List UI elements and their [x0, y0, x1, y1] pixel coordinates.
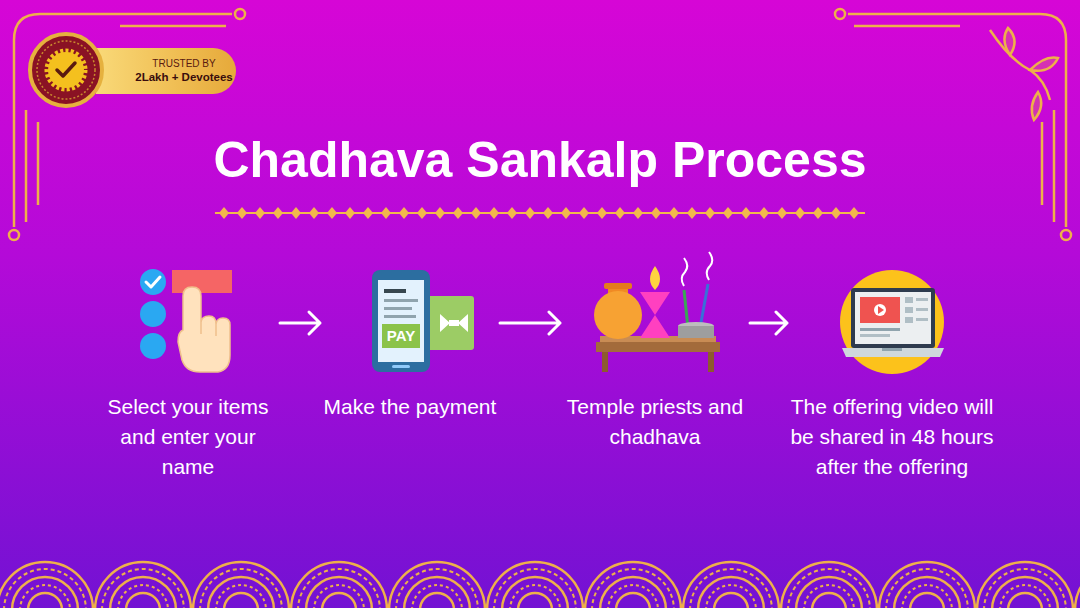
video-icon	[840, 270, 944, 374]
process-step: Temple priests and chadhava	[560, 262, 750, 492]
offering-icon-part	[604, 283, 632, 289]
payment-icon-part	[384, 315, 416, 318]
video-icon-part	[916, 298, 928, 301]
payment-icon-part	[384, 289, 406, 293]
bottom-arc-border-part	[0, 540, 1080, 608]
offering-icon-part	[596, 342, 720, 352]
badge-caption: TRUSTED BY	[152, 58, 215, 70]
video-icon-part	[878, 306, 884, 314]
video-icon-part	[905, 297, 913, 303]
payment-icon-part	[382, 324, 420, 348]
diagram-title: Chadhava Sankalp Process	[0, 128, 1080, 192]
frame-ornament-part	[37, 122, 40, 205]
frame-ornament-part	[1030, 58, 1058, 71]
video-icon-part	[860, 297, 900, 323]
video-icon-part	[860, 328, 900, 331]
offering-icon-part	[650, 266, 660, 290]
payment-icon-part	[378, 280, 424, 362]
step-caption: Make the payment	[320, 392, 500, 422]
payment-icon-part	[384, 299, 418, 302]
offering-icon-part	[678, 326, 714, 338]
checklist-icon-part	[140, 269, 166, 295]
payment-icon-part	[440, 314, 468, 332]
frame-ornament-part	[1065, 40, 1068, 227]
frame-ornament-part	[835, 9, 845, 19]
frame-ornament-part	[848, 13, 1040, 16]
title-divider-part	[215, 206, 865, 220]
checklist-icon-part	[178, 287, 230, 372]
process-step: The offering video will be shared in 48 …	[787, 262, 997, 492]
process-step: Make the payment	[320, 262, 500, 492]
offering-icon	[594, 252, 720, 372]
offering-icon-part	[682, 258, 688, 286]
video-icon-part	[851, 288, 935, 348]
trust-badge: TRUSTED BY2Lakh + Devotees	[96, 48, 236, 94]
checklist-icon-part	[146, 277, 160, 287]
video-icon-part	[905, 307, 913, 313]
step-caption: The offering video will be shared in 48 …	[787, 392, 997, 482]
payment-icon-part	[392, 365, 410, 368]
seal-badge	[30, 34, 102, 106]
offering-icon-part	[708, 352, 714, 372]
seal-badge-part	[57, 63, 75, 76]
flow-arrow	[280, 312, 320, 334]
checklist-icon-part	[140, 333, 166, 359]
frame-ornament-part	[40, 13, 232, 16]
video-icon-part	[840, 270, 944, 374]
badge-count: 2Lakh + Devotees	[135, 70, 232, 84]
video-icon-part	[842, 348, 944, 357]
frame-ornament-part	[1041, 122, 1044, 205]
seal-badge-part	[48, 52, 84, 88]
payment-icon-part	[372, 270, 430, 372]
payment-icon	[372, 270, 474, 372]
video-icon-part	[874, 304, 886, 316]
frame-ornament-part	[9, 230, 19, 240]
seal-badge-part	[37, 41, 95, 99]
seal-badge-part	[30, 34, 102, 106]
checklist-icon-part	[140, 301, 166, 327]
icon-label: PAY	[382, 324, 420, 348]
frame-ornament-part	[14, 14, 40, 40]
checklist-icon-part	[201, 322, 216, 336]
offering-icon-part	[602, 352, 608, 372]
video-icon-part	[860, 334, 890, 337]
frame-ornament-part	[1053, 110, 1056, 222]
step-caption: Temple priests and chadhava	[560, 392, 750, 452]
offering-icon-part	[684, 290, 688, 328]
title-divider	[215, 206, 865, 220]
frame-ornament-part	[235, 9, 245, 19]
video-icon-part	[916, 308, 928, 311]
video-icon-part	[916, 318, 928, 321]
offering-icon-part	[700, 284, 708, 328]
seal-badge-part	[47, 51, 85, 89]
bottom-arc-border	[0, 540, 1080, 608]
step-caption: Select your items and enter your name	[96, 392, 280, 482]
frame-ornament-part	[1061, 230, 1071, 240]
flow-arrow	[500, 312, 560, 334]
video-icon-part	[905, 317, 913, 323]
process-step: Select your items and enter your name	[96, 262, 280, 492]
checklist-icon-part	[172, 270, 232, 293]
frame-ornament-part	[25, 110, 28, 222]
frame-ornament-part	[1040, 14, 1066, 40]
offering-icon-part	[594, 291, 642, 339]
flow-arrow	[750, 312, 787, 334]
frame-ornament-part	[1032, 92, 1041, 120]
frame-ornament-part	[13, 40, 16, 227]
video-icon-part	[855, 292, 931, 344]
frame-ornament-part	[854, 25, 960, 28]
checklist-icon	[140, 269, 232, 372]
frame-ornament	[9, 9, 1071, 240]
offering-icon-part	[640, 292, 670, 338]
payment-icon-part	[449, 320, 459, 326]
frame-ornament-part	[120, 25, 226, 28]
frame-ornament-part	[1004, 28, 1014, 55]
payment-icon-part	[384, 307, 412, 310]
offering-icon-part	[707, 252, 713, 280]
video-icon-part	[882, 348, 902, 351]
